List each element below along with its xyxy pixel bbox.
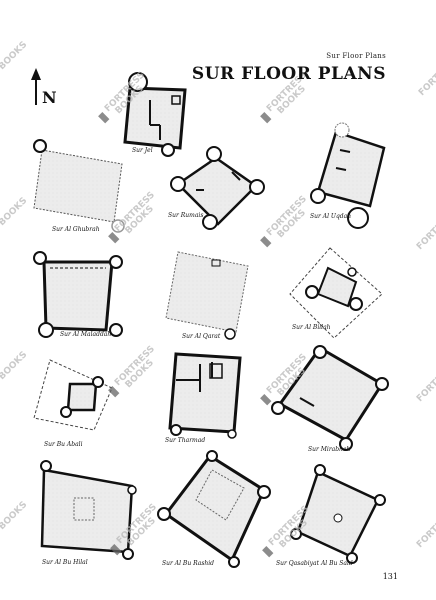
plan-label: Sur Bu Abali: [44, 441, 83, 448]
plan-sur-al-bu-rashid: [157, 450, 271, 568]
north-label: N: [42, 88, 57, 107]
plan-label: Sur Tharmad: [165, 437, 206, 444]
plan-sur-al-maladdah: [33, 251, 123, 338]
svg-text:BOOKS: BOOKS: [0, 500, 29, 532]
plan-label: Sur Al Bu Rashid: [162, 560, 215, 567]
plan-sur-al-qarat: [165, 251, 249, 340]
plan-sur-qasabiyat-al-bu-said: [290, 464, 386, 564]
plan-label: Sur Al Uqdah: [310, 213, 352, 220]
plan-label: Sur Al Billah: [292, 324, 331, 331]
plan-label: Sur Mirabhah: [308, 446, 351, 453]
plan-label: Sur Al Qarat: [182, 333, 221, 340]
svg-text:BOOKS: BOOKS: [0, 40, 29, 72]
svg-text:FORTRESS: FORTRESS: [415, 208, 436, 252]
running-header: Sur Floor Plans: [326, 52, 386, 60]
plan-label: Sur Al Maladdah: [60, 331, 112, 338]
page-number: 131: [382, 572, 398, 581]
plan-sur-mirabhah: [271, 345, 389, 451]
svg-text:FORTRESS: FORTRESS: [415, 360, 436, 404]
plan-sur-al-ghubrah: [33, 139, 125, 233]
plan-label: Sur Qasabiyat Al Bu Said: [276, 560, 353, 567]
plan-label: Sur Al Ghubrah: [52, 226, 100, 233]
plan-sur-rumais: [170, 146, 265, 230]
plan-sur-tharmad: [168, 352, 242, 439]
plan-sur-bu-abali: [33, 359, 113, 431]
page-title: SUR FLOOR PLANS: [191, 64, 386, 84]
plan-label: Sur Al Bu Hilal: [42, 559, 88, 566]
svg-text:BOOKS: BOOKS: [0, 196, 29, 228]
plan-sur-jel: [123, 72, 187, 157]
svg-text:FORTRESS: FORTRESS: [415, 506, 436, 550]
plan-sur-al-bu-hilal: [40, 460, 137, 560]
plan-sur-al-billah: [289, 247, 383, 339]
plan-label: Sur Rumais: [168, 212, 204, 219]
svg-text:FORTRESS: FORTRESS: [417, 54, 436, 98]
svg-text:BOOKS: BOOKS: [0, 350, 29, 382]
plan-sur-al-uqdah: [310, 122, 386, 229]
north-arrow-icon: [31, 68, 41, 105]
plan-label: Sur Jel: [132, 147, 153, 154]
